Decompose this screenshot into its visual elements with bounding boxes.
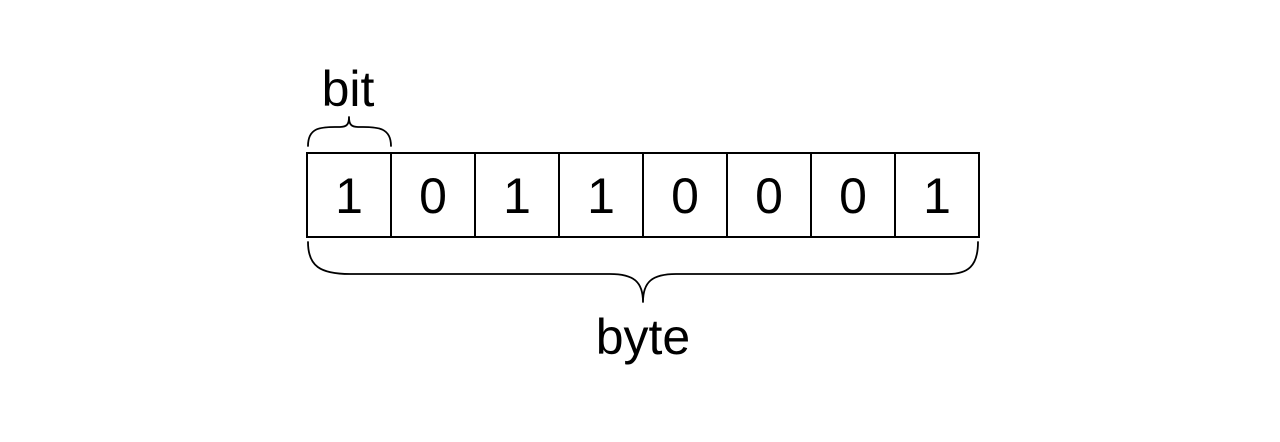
bit-value: 1 (503, 168, 531, 224)
bit-cell-box (894, 152, 980, 238)
bit-value: 1 (923, 168, 951, 224)
bit-cell: 1 (558, 152, 644, 238)
bit-value: 1 (587, 168, 615, 224)
byte-brace (307, 241, 979, 303)
bit-value: 0 (755, 168, 783, 224)
bit-cell-box (642, 152, 728, 238)
bit-value: 1 (335, 168, 363, 224)
bit-cell: 1 (894, 152, 980, 238)
bit-cell: 0 (810, 152, 896, 238)
bit-cell-box (474, 152, 560, 238)
bit-value: 0 (839, 168, 867, 224)
bit-label: bit (322, 61, 375, 117)
byte-label: byte (596, 309, 691, 365)
bit-cell: 1 (474, 152, 560, 238)
bit-cell: 0 (390, 152, 476, 238)
bit-value: 0 (419, 168, 447, 224)
bit-brace (307, 116, 392, 147)
bit-cell: 1 (306, 152, 392, 238)
bit-value: 0 (671, 168, 699, 224)
bit-cell: 0 (642, 152, 728, 238)
bit-cell: 0 (726, 152, 812, 238)
bit-cell-box (810, 152, 896, 238)
bit-cell-box (306, 152, 392, 238)
bit-cell-box (390, 152, 476, 238)
bit-cell-box (726, 152, 812, 238)
